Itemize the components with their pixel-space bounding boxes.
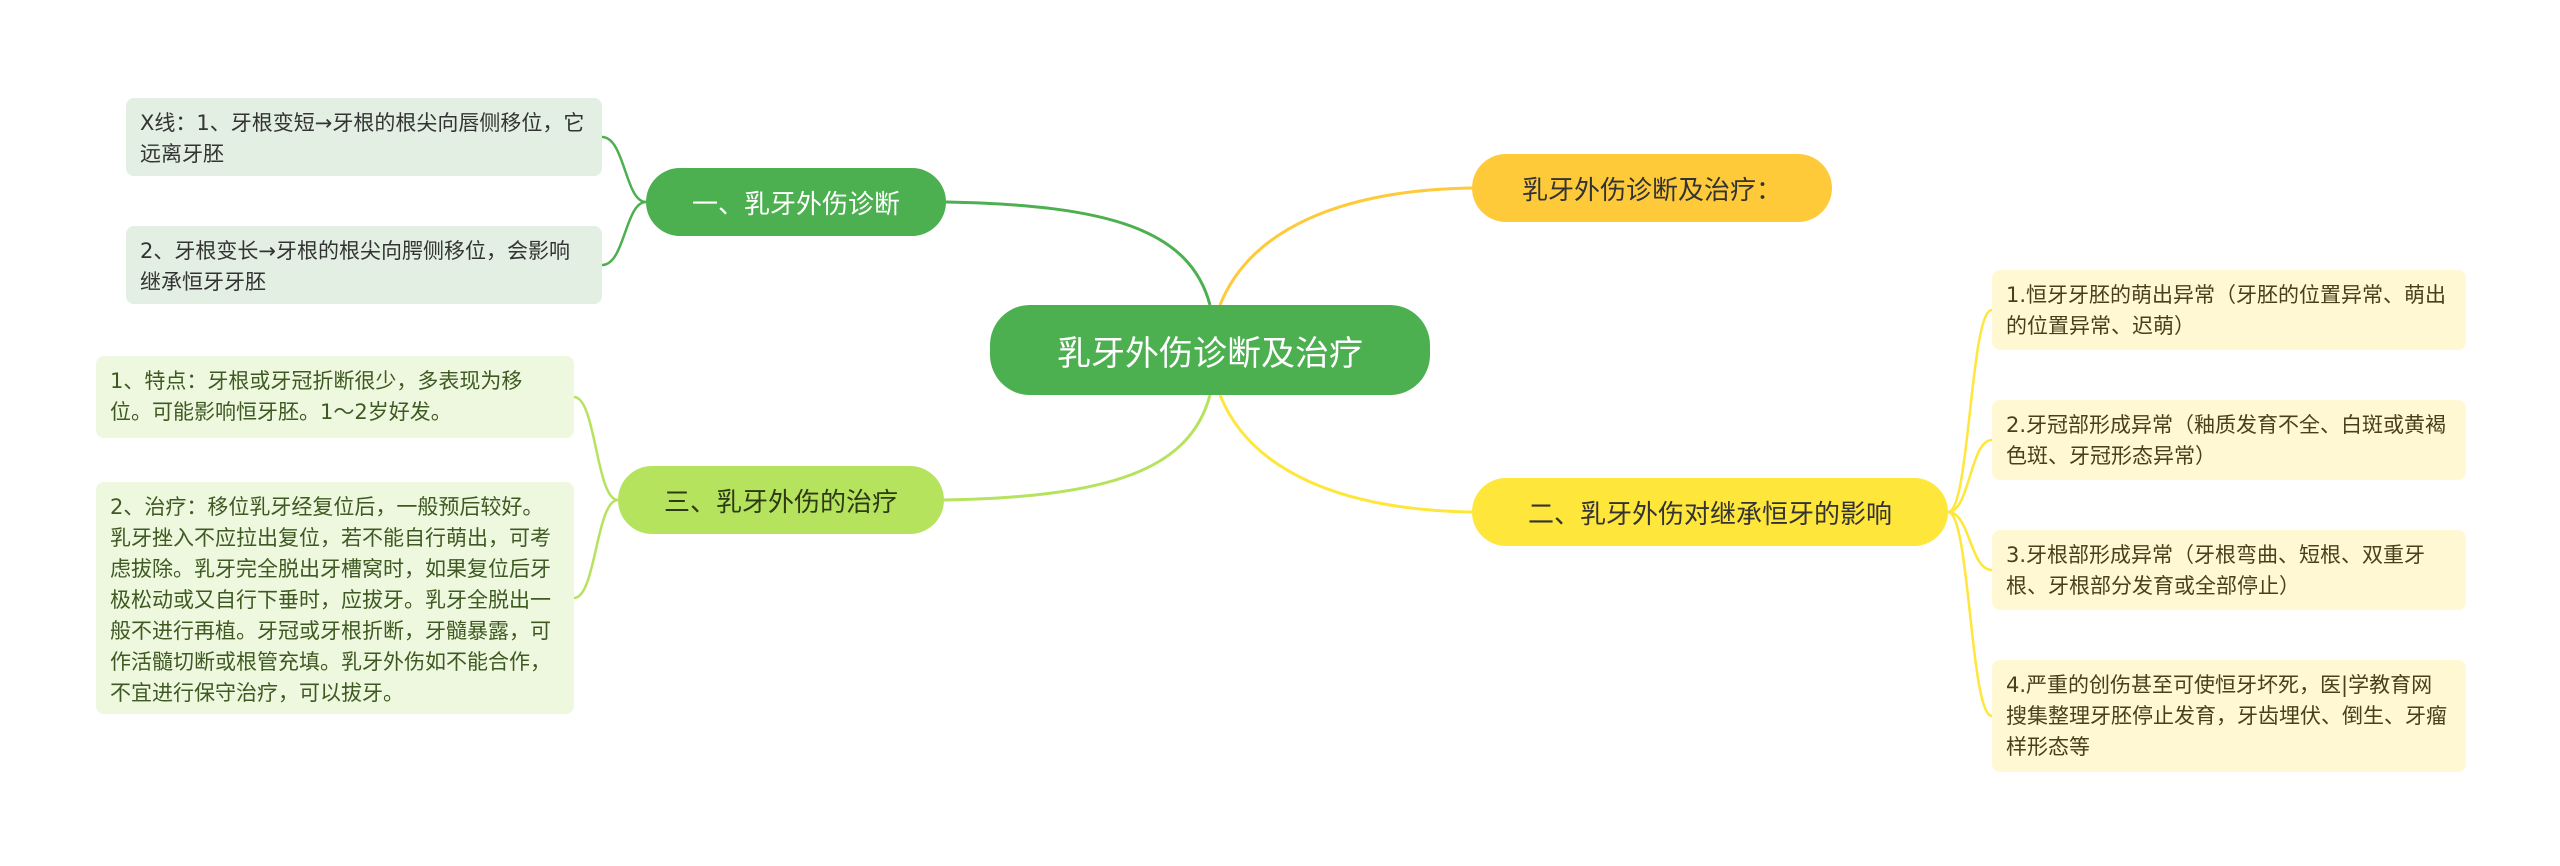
- connector-root-branch-1: [945, 200, 1212, 306]
- connector-root-right-2: [1218, 394, 1473, 514]
- connector-r2-leaf-4: [1947, 510, 1993, 718]
- connector-r2-leaf-2: [1947, 438, 1993, 514]
- connector-r2-leaf-3: [1947, 510, 1993, 572]
- connector-b1-leaf-1: [601, 135, 647, 204]
- branch-permanent-teeth-impact[interactable]: 二、乳牙外伤对继承恒牙的影响: [1472, 478, 1948, 546]
- leaf-severe-trauma[interactable]: 4.严重的创伤甚至可使恒牙坏死，医|学教育网搜集整理牙胚停止发育，牙齿埋伏、倒生…: [1992, 660, 2466, 772]
- connector-root-branch-3: [943, 394, 1212, 502]
- leaf-crown-abnormal[interactable]: 2.牙冠部形成异常（釉质发育不全、白斑或黄褐色斑、牙冠形态异常）: [1992, 400, 2466, 480]
- branch-diagnosis[interactable]: 一、乳牙外伤诊断: [646, 168, 946, 236]
- connector-r2-leaf-1: [1947, 308, 1993, 514]
- connector-b3-leaf-2: [573, 498, 619, 600]
- root-topic[interactable]: 乳牙外伤诊断及治疗: [990, 305, 1430, 395]
- connector-root-right-1: [1218, 186, 1473, 306]
- leaf-xray-short-root[interactable]: X线：1、牙根变短→牙根的根尖向唇侧移位，它远离牙胚: [126, 98, 602, 176]
- branch-treatment[interactable]: 三、乳牙外伤的治疗: [618, 466, 944, 534]
- leaf-eruption-abnormal[interactable]: 1.恒牙牙胚的萌出异常（牙胚的位置异常、萌出的位置异常、迟萌）: [1992, 270, 2466, 350]
- connector-b3-leaf-1: [573, 395, 619, 502]
- leaf-xray-long-root[interactable]: 2、牙根变长→牙根的根尖向腭侧移位，会影响继承恒牙牙胚: [126, 226, 602, 304]
- connector-b1-leaf-2: [601, 200, 647, 267]
- leaf-root-abnormal[interactable]: 3.牙根部形成异常（牙根弯曲、短根、双重牙根、牙根部分发育或全部停止）: [1992, 530, 2466, 610]
- leaf-treatment-features[interactable]: 1、特点：牙根或牙冠折断很少，多表现为移位。可能影响恒牙胚。1～2岁好发。: [96, 356, 574, 438]
- leaf-treatment-methods[interactable]: 2、治疗：移位乳牙经复位后，一般预后较好。乳牙挫入不应拉出复位，若不能自行萌出，…: [96, 482, 574, 714]
- branch-overview[interactable]: 乳牙外伤诊断及治疗：: [1472, 154, 1832, 222]
